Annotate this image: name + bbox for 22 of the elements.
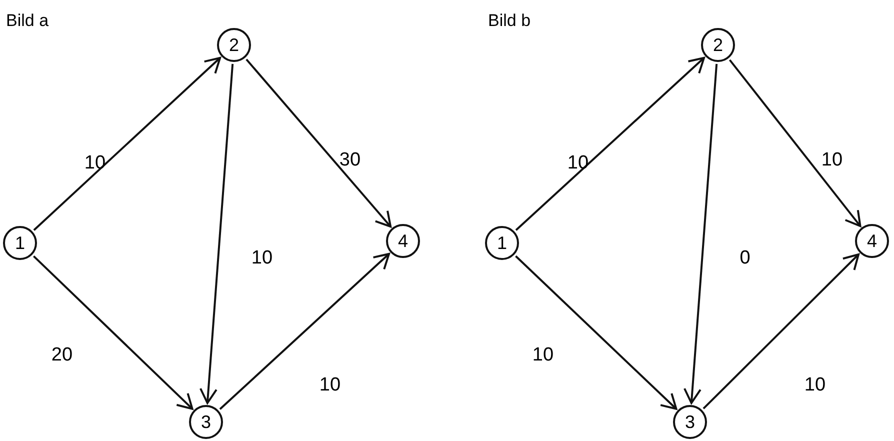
- arrow: [515, 56, 705, 231]
- arrow: [683, 64, 718, 404]
- arrow: [728, 59, 862, 228]
- arrow: [33, 255, 194, 410]
- panel-title: Bild b: [488, 12, 531, 29]
- arrow: [33, 56, 222, 231]
- edge-label: 20: [51, 346, 73, 364]
- edge-label: 10: [532, 346, 554, 364]
- arrow: [515, 255, 678, 410]
- edge-label: 0: [740, 248, 750, 268]
- edge-label: 10: [84, 154, 106, 172]
- arrow: [199, 64, 234, 404]
- panel-title: Bild a: [6, 12, 49, 29]
- edge-label: 10: [319, 376, 341, 394]
- arrow: [246, 58, 392, 228]
- edge-label: 10: [251, 248, 273, 268]
- edge-label: 10: [821, 150, 843, 170]
- edge-label: 30: [339, 150, 361, 170]
- edge-label: 10: [567, 154, 589, 172]
- edge-label: 10: [804, 376, 826, 394]
- arrow: [219, 252, 390, 410]
- arrow: [702, 253, 860, 410]
